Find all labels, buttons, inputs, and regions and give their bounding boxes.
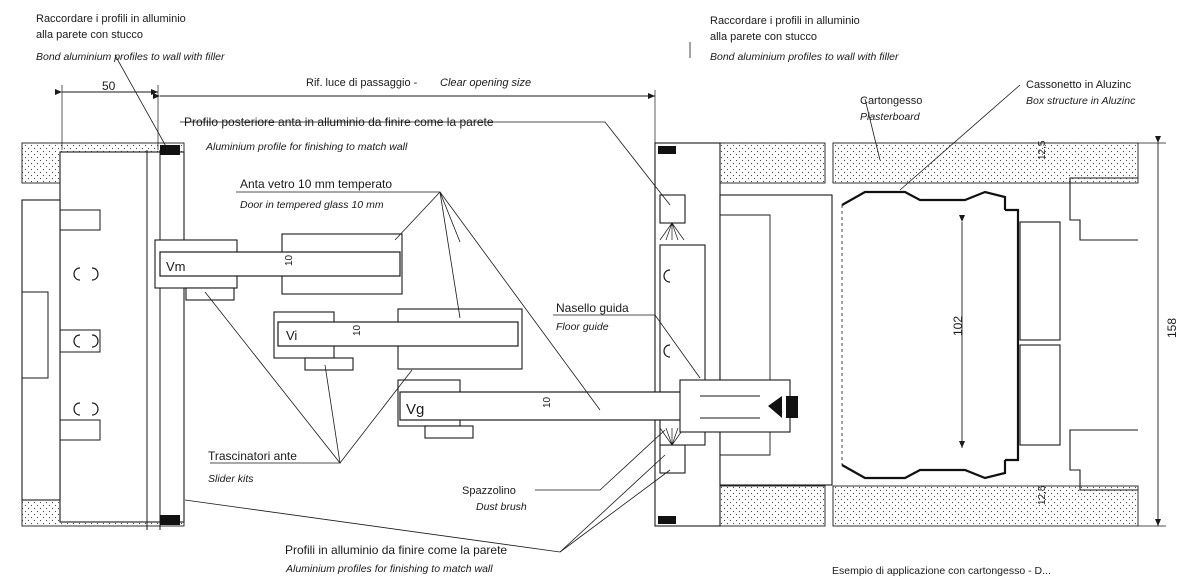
rear-profile-label-it: Profilo posteriore anta in alluminio da … (184, 115, 494, 129)
vg-slider (424, 425, 474, 439)
vm-label: Vm (166, 259, 186, 274)
glass-label-en: Door in tempered glass 10 mm (240, 199, 384, 211)
left-wall-label-en: Bond aluminium profiles to wall with fil… (36, 51, 225, 63)
right-wall-label-it-2: alla parete con stucco (710, 31, 817, 43)
dim-50: 50 (102, 79, 116, 93)
slider-label-en: Slider kits (208, 473, 254, 485)
box-label-it: Cassonetto in Aluzinc (1026, 79, 1132, 91)
leader-lines (114, 42, 1021, 553)
panel-vg: Vg 10 (397, 379, 798, 439)
footer-caption: Esempio di applicazione con cartongesso … (832, 565, 1051, 576)
right-wall-label-it-1: Raccordare i profili in alluminio (710, 15, 860, 27)
panel-vi: Vi 10 (273, 308, 523, 371)
brush-label-it: Spazzolino (462, 485, 516, 497)
floor-guide-stop (786, 396, 798, 418)
slider-label-it: Trascinatori ante (208, 449, 297, 463)
dim-12-5-bottom: 12,5 (1037, 485, 1048, 505)
left-wall (21, 142, 185, 530)
plaster-label-en: Plasterboard (860, 111, 921, 123)
left-filler-bottom (160, 515, 180, 525)
right-stud-lower (1019, 344, 1061, 446)
box-label-en: Box structure in Aluzinc (1026, 95, 1136, 107)
rear-profile-label-en: Aluminium profile for finishing to match… (205, 141, 408, 153)
vg-label: Vg (406, 401, 424, 418)
floor-guide-label-it: Nasello guida (556, 301, 629, 315)
vi-dim-10: 10 (352, 324, 363, 336)
floor-guide-tip (768, 396, 782, 418)
dim-102: 102 (951, 316, 965, 336)
track-channel (719, 194, 833, 486)
vi-slider (304, 357, 354, 371)
panel-vm: Vm 10 (154, 233, 403, 301)
brush-holder-bottom (659, 444, 686, 474)
right-wall-label-en: Bond aluminium profiles to wall with fil… (710, 51, 899, 63)
profiles-label-it: Profili in alluminio da finire come la p… (285, 543, 507, 557)
brush-holder-top (659, 194, 686, 224)
plaster-label-it: Cartongesso (860, 95, 922, 107)
right-plasterboard-top (832, 142, 1139, 184)
floor-guide-label-en: Floor guide (556, 321, 609, 333)
left-wall-profile (59, 151, 185, 523)
glass-label-it: Anta vetro 10 mm temperato (240, 177, 392, 191)
left-wall-label-it-2: alla parete con stucco (36, 29, 143, 41)
jamb-profile (654, 142, 833, 527)
dimension-lines: 50 102 158 12,5 12,5 (55, 79, 1179, 527)
vm-glass (159, 251, 401, 277)
left-stud (21, 199, 61, 501)
vg-dim-10: 10 (542, 396, 553, 408)
vi-glass (277, 321, 519, 347)
labels: Raccordare i profili in alluminio alla p… (36, 13, 1136, 576)
dust-brush-top (659, 222, 685, 241)
left-wall-label-it-1: Raccordare i profili in alluminio (36, 13, 186, 25)
opening-label-en: Clear opening size (440, 77, 531, 89)
right-filler-bottom (658, 516, 676, 524)
vm-slider (185, 287, 235, 301)
brush-label-en: Dust brush (476, 501, 527, 513)
right-plasterboard-bottom (832, 485, 1139, 527)
dust-brush-bottom (659, 427, 685, 446)
opening-label-it: Rif. luce di passaggio - (306, 77, 418, 89)
left-filler-top (160, 145, 180, 155)
right-stud-upper (1019, 221, 1061, 341)
vm-dim-10: 10 (284, 254, 295, 266)
right-filler-top (658, 146, 676, 154)
dim-12-5-top: 12,5 (1037, 140, 1048, 160)
dim-158: 158 (1165, 318, 1179, 338)
vi-label: Vi (286, 328, 297, 343)
profiles-label-en: Aluminium profiles for finishing to matc… (285, 563, 493, 575)
box-structure (841, 190, 1007, 480)
